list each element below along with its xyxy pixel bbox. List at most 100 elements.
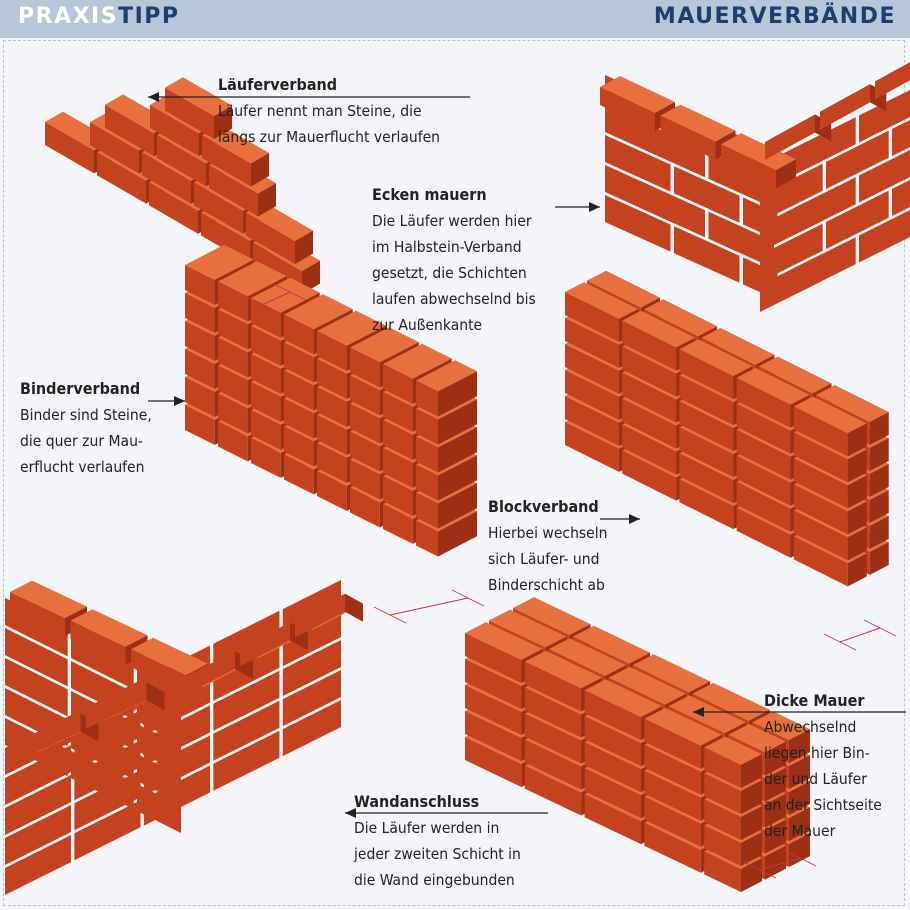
- brick-top: [548, 638, 627, 677]
- brick-front: [679, 375, 734, 426]
- brick-front: [820, 84, 870, 130]
- label-line: Läufer nennt man Steine, die: [218, 102, 422, 120]
- brick-end: [251, 153, 269, 187]
- brick-top: [752, 711, 810, 740]
- brick-top: [284, 294, 353, 330]
- brick-front: [639, 180, 705, 238]
- brick-front: [5, 628, 68, 687]
- brick-front: [736, 377, 791, 428]
- brick-front: [565, 370, 619, 420]
- brick-front: [760, 163, 823, 222]
- bricks-layer: [5, 62, 910, 895]
- brick-front: [859, 210, 910, 263]
- brick-end: [869, 464, 889, 497]
- brick-front: [240, 622, 290, 667]
- brick-front: [185, 349, 215, 389]
- label-title: Läuferverband: [218, 75, 338, 94]
- brick-front: [622, 346, 677, 397]
- dimension-line: [261, 291, 291, 306]
- brick-front: [826, 130, 889, 189]
- illustration-wandanschluss-top: [10, 580, 363, 760]
- dimension-tick: [273, 283, 307, 301]
- brick-front: [416, 492, 438, 529]
- brand-praxis: PRAXIS: [18, 4, 119, 29]
- brick-front: [679, 349, 734, 400]
- brick-end: [80, 713, 99, 742]
- brick-front: [859, 90, 910, 143]
- brick-front: [644, 770, 701, 821]
- brick-front: [765, 114, 815, 160]
- brick-end: [765, 741, 786, 776]
- brick-front: [383, 364, 413, 404]
- brick-top: [600, 76, 675, 113]
- brick-end: [345, 593, 363, 622]
- brick-end: [847, 501, 867, 535]
- brick-front: [383, 448, 413, 488]
- brick-front: [201, 212, 250, 264]
- label-line: Binderschicht ab: [488, 576, 605, 594]
- label-wandanschluss: Wandanschluss Die Läufer werden in jeder…: [354, 789, 521, 893]
- brick-front: [5, 775, 72, 835]
- brick-top: [185, 244, 254, 280]
- brick-front: [74, 740, 141, 801]
- brick-front: [793, 458, 848, 509]
- label-line: gesetzt, die Schichten: [372, 264, 527, 282]
- brick-front: [317, 359, 347, 399]
- brick-top: [668, 695, 746, 734]
- illustration-binderverband: [185, 244, 477, 557]
- illustration-ecken-mauern: [600, 62, 910, 312]
- brick-end: [869, 490, 889, 523]
- brick-top: [251, 277, 320, 313]
- brick-front: [524, 687, 582, 738]
- label-title: Dicke Mauer: [764, 691, 865, 710]
- brick-top: [131, 637, 208, 676]
- brick-front: [736, 507, 791, 558]
- brick-front: [194, 182, 243, 234]
- brick-front: [465, 711, 522, 761]
- brick-front: [143, 705, 210, 766]
- label-body: Abwechselnd liegen hier Bin- der und Läu…: [764, 714, 882, 844]
- brick-end: [438, 399, 477, 445]
- label-title: Ecken mauern: [372, 185, 487, 204]
- brick-front: [760, 223, 823, 282]
- brick-end: [789, 807, 810, 841]
- brick-end: [776, 159, 796, 189]
- label-line: zur Außenkante: [372, 316, 483, 334]
- brick-front: [45, 122, 94, 174]
- brick-front: [892, 180, 910, 216]
- brick-front: [150, 104, 199, 157]
- brick-end: [765, 767, 786, 802]
- label-binderverband: Binderverband Binder sind Steine, die qu…: [20, 376, 152, 480]
- brick-front: [622, 372, 677, 423]
- brick-front: [622, 398, 677, 449]
- brick-front: [350, 459, 380, 500]
- brick-front: [524, 713, 582, 764]
- label-title: Wandanschluss: [354, 792, 480, 811]
- brick-end: [765, 793, 786, 828]
- brick-end: [438, 371, 477, 417]
- label-line: Abwechselnd: [764, 718, 857, 736]
- brick-front: [218, 281, 248, 322]
- dimension-tick: [863, 619, 897, 637]
- brick-front: [282, 640, 341, 697]
- brick-top: [660, 104, 736, 142]
- brick-front: [465, 737, 522, 787]
- brick-end: [741, 858, 762, 892]
- brick-front: [218, 421, 248, 462]
- label-line: längs zur Mauerflucht verlaufen: [218, 128, 441, 146]
- brick-front: [704, 825, 741, 866]
- brick-front: [185, 321, 215, 361]
- brick-top: [692, 682, 770, 721]
- arrow-head: [148, 92, 159, 102]
- brick-front: [284, 426, 314, 467]
- brick-end: [869, 438, 889, 471]
- content-border: [3, 40, 905, 906]
- brick-front: [679, 427, 734, 478]
- brick-top: [383, 343, 452, 379]
- brick-front: [317, 415, 347, 455]
- dimension-tick: [373, 606, 407, 624]
- brick-end: [847, 553, 867, 587]
- brick-front: [416, 436, 438, 473]
- brick-front: [674, 166, 740, 223]
- brick-front: [793, 484, 848, 535]
